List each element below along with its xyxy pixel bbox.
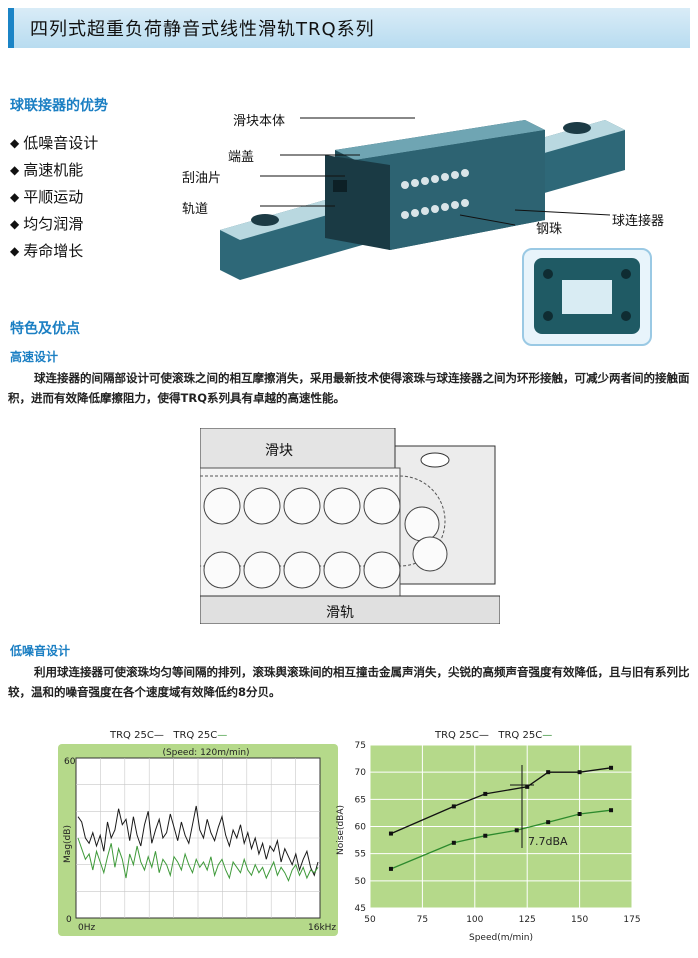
y-tick-label: 50 [355, 877, 367, 887]
legend-line-black-icon: — [153, 730, 164, 741]
chart2-annotation: 7.7dBA [528, 835, 568, 848]
label-scraper: 刮油片 [182, 171, 222, 186]
data-point [546, 820, 551, 825]
end-view-inset [522, 248, 652, 346]
y-tick-label: 75 [355, 741, 366, 751]
data-point [577, 770, 582, 775]
chart1-series-black [77, 805, 319, 877]
label-rail: 轨道 [182, 202, 209, 217]
high-speed-paragraph: 球连接器的间隔部设计可使滚珠之间的相互摩擦消失，采用最新技术使得滚珠与球连接器之… [8, 371, 690, 405]
chart1-speed-note: (Speed: 120m/min) [162, 748, 249, 758]
list-item: ◆寿命增长 [10, 238, 98, 265]
chart2-ylabel: Noise(dBA) [336, 805, 346, 855]
chart1-ylabel: Mag(dB) [63, 825, 73, 863]
data-point [609, 808, 614, 813]
chart1-legend: TRQ 25C— TRQ 25C— [110, 730, 228, 741]
list-item: ◆平顺运动 [10, 184, 98, 211]
data-point [514, 828, 519, 833]
chart2-series [388, 765, 614, 871]
page-title: 四列式超重负荷静音式线性滑轨TRQ系列 [30, 19, 375, 40]
list-item: ◆低噪音设计 [10, 130, 98, 157]
y-tick-label: 55 [355, 850, 366, 860]
data-point [525, 784, 530, 789]
diamond-bullet-icon: ◆ [10, 136, 20, 150]
cross-section-rail-label: 滑轨 [326, 605, 354, 621]
y-tick-label: 65 [355, 795, 366, 805]
x-tick-label: 50 [364, 915, 376, 925]
chart1-ytick-bottom: 0 [66, 915, 72, 925]
diamond-bullet-icon: ◆ [10, 163, 20, 177]
diamond-bullet-icon: ◆ [10, 217, 20, 231]
diamond-bullet-icon: ◆ [10, 244, 20, 258]
advantages-heading: 球联接器的优势 [10, 98, 108, 114]
data-point [388, 866, 393, 871]
x-tick-label: 75 [417, 915, 428, 925]
label-end-cap: 端盖 [228, 150, 255, 165]
data-point [609, 765, 614, 770]
legend-line-green-icon: — [217, 730, 228, 741]
label-ball-connector: 球连接器 [612, 214, 665, 229]
data-point [451, 840, 456, 845]
chart1-xtick-end: 16kHz [308, 923, 336, 933]
diamond-bullet-icon: ◆ [10, 190, 20, 204]
data-point [388, 831, 393, 836]
chart2-grid [369, 744, 633, 909]
data-point [483, 833, 488, 838]
label-steel-ball: 钢珠 [536, 222, 563, 237]
linear-guide-illustration [220, 117, 625, 280]
low-noise-heading: 低噪音设计 [10, 644, 71, 658]
chart2-legend: TRQ 25C— TRQ 25C— [435, 730, 553, 741]
high-speed-heading: 高速设计 [10, 350, 59, 364]
list-item: ◆高速机能 [10, 157, 98, 184]
chart2-xlabel: Speed(m/min) [469, 933, 533, 943]
data-point [577, 812, 582, 817]
data-point [546, 770, 551, 775]
x-tick-label: 175 [623, 915, 640, 925]
legend-line-black-icon: — [478, 730, 489, 741]
list-item: ◆均匀润滑 [10, 211, 98, 238]
advantages-list: ◆低噪音设计 ◆高速机能 ◆平顺运动 ◆均匀润滑 ◆寿命增长 [10, 130, 98, 265]
end-view-drawing [534, 258, 640, 334]
x-tick-label: 150 [571, 915, 588, 925]
cross-section-diagram [200, 428, 500, 624]
x-tick-label: 100 [466, 915, 483, 925]
page-title-bar: 四列式超重负荷静音式线性滑轨TRQ系列 [8, 8, 690, 48]
spectrum-chart: (Speed: 120m/min) 60 0 0Hz 16kHz Mag(dB) [58, 744, 338, 936]
low-noise-paragraph: 利用球连接器可使滚珠均匀等间隔的排列，滚珠舆滚珠间的相互撞击金属声消失，尖锐的高… [8, 665, 690, 699]
chart1-series-green [77, 837, 319, 883]
legend-line-green-icon: — [542, 730, 553, 741]
y-tick-label: 60 [355, 823, 367, 833]
chart1-xtick-start: 0Hz [78, 923, 95, 933]
y-tick-label: 45 [355, 904, 366, 914]
chart1-grid [76, 758, 320, 918]
x-tick-label: 125 [519, 915, 536, 925]
data-point [483, 791, 488, 796]
chart1-ytick-top: 60 [64, 757, 76, 767]
label-slider-body: 滑块本体 [233, 114, 286, 129]
data-point [451, 804, 456, 809]
features-heading: 特色及优点 [10, 321, 80, 337]
y-tick-label: 70 [355, 768, 367, 778]
cross-section-slider-label: 滑块 [265, 443, 293, 459]
